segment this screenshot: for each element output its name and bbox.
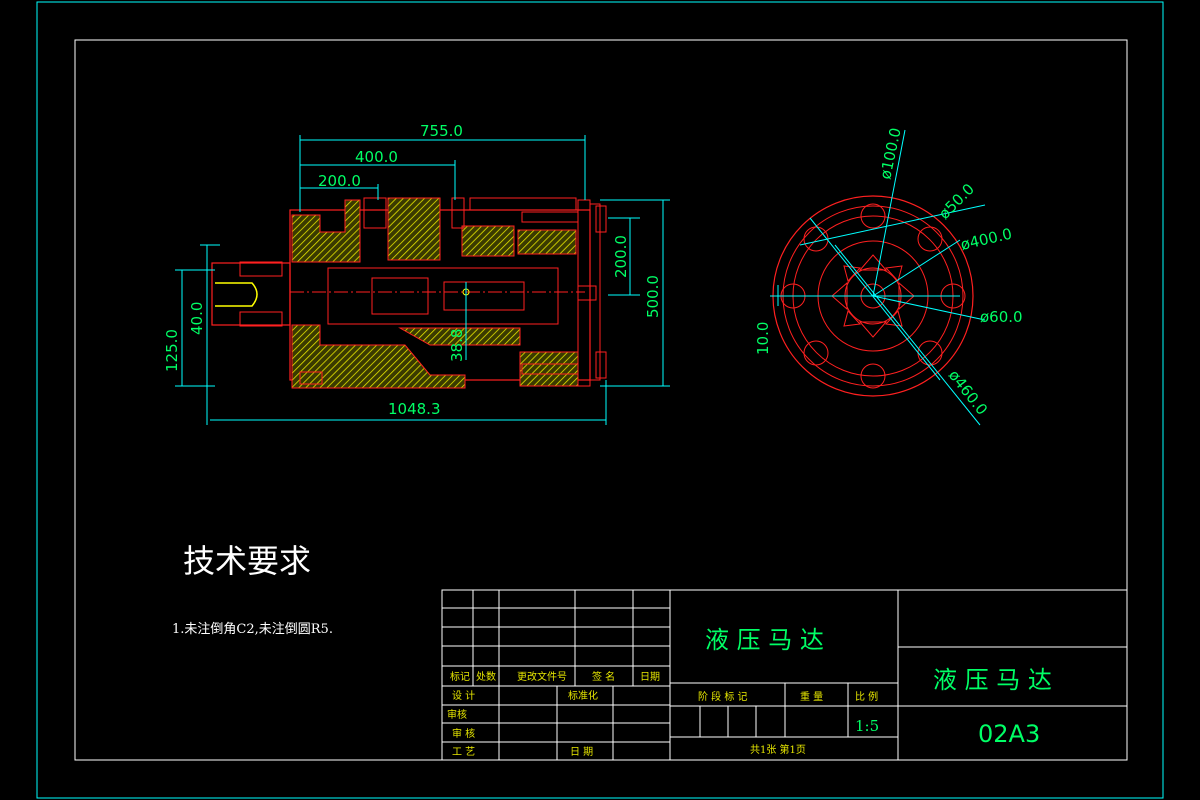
tb-design: 设 计 bbox=[452, 689, 475, 702]
end-view bbox=[770, 129, 986, 426]
notes-line-1: 1.未注倒角C2,未注倒圆R5. bbox=[172, 622, 333, 637]
dim-1048: 1048.3 bbox=[388, 400, 441, 418]
tb-ratio: 比 例 bbox=[855, 690, 878, 703]
title-block-grid bbox=[441, 589, 1128, 761]
dim-400: 400.0 bbox=[355, 148, 398, 166]
tb-date2: 日 期 bbox=[570, 746, 593, 758]
section-dimensions bbox=[175, 135, 670, 425]
tb-date: 日期 bbox=[640, 671, 660, 683]
dim-200: 200.0 bbox=[318, 172, 361, 190]
dim-38-8: 38.8 bbox=[448, 329, 466, 362]
tb-change-doc: 更改文件号 bbox=[517, 670, 567, 683]
drawing-title: 液 压 马 达 bbox=[705, 626, 824, 654]
dim-500: 500.0 bbox=[644, 275, 662, 318]
dim-125: 125.0 bbox=[163, 329, 181, 372]
tb-scale: 1:5 bbox=[855, 717, 879, 735]
tb-count: 处数 bbox=[476, 670, 496, 683]
dim-phi400: ø400.0 bbox=[959, 225, 1014, 254]
tb-mark: 标记 bbox=[450, 671, 470, 683]
tb-standard: 标准化 bbox=[568, 689, 598, 702]
tb-signature: 签 名 bbox=[592, 670, 615, 683]
dim-755: 755.0 bbox=[420, 122, 463, 140]
tb-sheet: 共1张 第1页 bbox=[750, 743, 806, 756]
tb-process: 工 艺 bbox=[452, 746, 475, 758]
tb-weight: 重 量 bbox=[800, 690, 823, 703]
tb-checker: 审核 bbox=[447, 708, 467, 721]
outer-frame bbox=[36, 1, 1164, 799]
tb-review: 审 核 bbox=[452, 727, 475, 740]
dim-200-vertical: 200.0 bbox=[612, 235, 630, 278]
drawing-title-right: 液 压 马 达 bbox=[933, 666, 1052, 694]
dim-40: 40.0 bbox=[188, 302, 206, 335]
dim-phi50: ø50.0 bbox=[935, 180, 978, 223]
dim-10: 10.0 bbox=[754, 322, 772, 355]
section-view bbox=[211, 197, 607, 389]
tb-stage: 阶 段 标 记 bbox=[698, 690, 748, 703]
dim-phi60: ø60.0 bbox=[980, 308, 1023, 326]
notes-heading: 技术要求 bbox=[183, 542, 311, 580]
drawing-code: 02A3 bbox=[978, 720, 1040, 748]
